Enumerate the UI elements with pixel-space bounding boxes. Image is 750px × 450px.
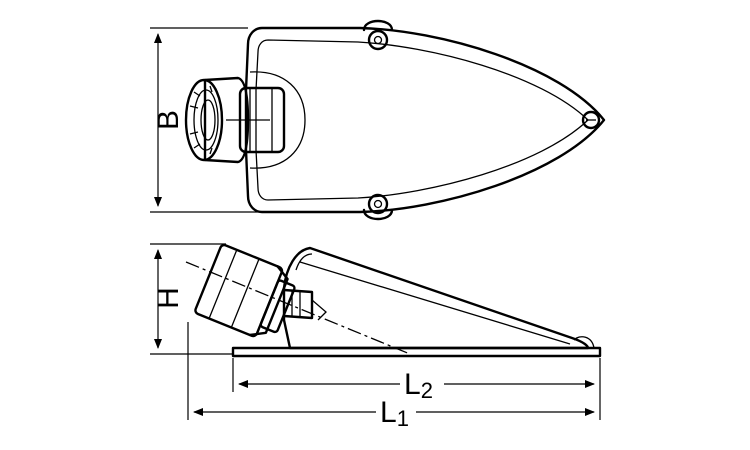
side-view (185, 243, 602, 358)
dimension-h-label: H (152, 287, 185, 309)
top-view-recess (249, 71, 306, 169)
dimension-l2-label: L2 (404, 368, 433, 403)
dimension-h: H (150, 243, 234, 355)
top-view-outer-shell (244, 26, 606, 214)
dimension-b: B (150, 27, 262, 213)
dimension-l1: L1 (187, 322, 601, 431)
bottom-mounting-lug (362, 208, 394, 221)
top-view-cable-gland (184, 76, 286, 164)
dimension-l1-label: L1 (380, 396, 409, 431)
side-view-housing (282, 246, 590, 350)
side-view-cable-gland (194, 243, 296, 338)
dimension-l2: L2 (232, 358, 601, 403)
center-line (185, 261, 456, 355)
top-view-inner-shell (255, 39, 589, 201)
top-view (184, 19, 606, 221)
top-mounting-lug (362, 19, 394, 32)
tip-screw (581, 110, 601, 130)
dimension-b-label: B (152, 110, 185, 130)
